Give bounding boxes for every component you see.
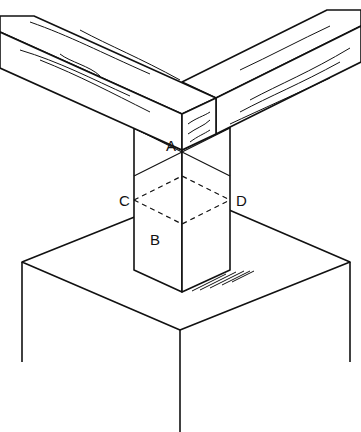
point-label: B bbox=[150, 232, 160, 247]
left-beam-face bbox=[0, 32, 182, 150]
beam-end-grain bbox=[182, 98, 216, 150]
point-label: D bbox=[236, 193, 247, 208]
post-left-face bbox=[134, 128, 182, 292]
dashed-section bbox=[134, 176, 230, 224]
point-label: C bbox=[119, 193, 130, 208]
wood-grain bbox=[20, 22, 350, 142]
pedestal-edge bbox=[21, 262, 23, 362]
pedestal-edge bbox=[349, 262, 351, 362]
point-label: A bbox=[166, 138, 176, 153]
right-beam-face bbox=[216, 26, 361, 134]
pedestal-edge bbox=[179, 330, 181, 432]
post-right-face bbox=[182, 127, 230, 292]
